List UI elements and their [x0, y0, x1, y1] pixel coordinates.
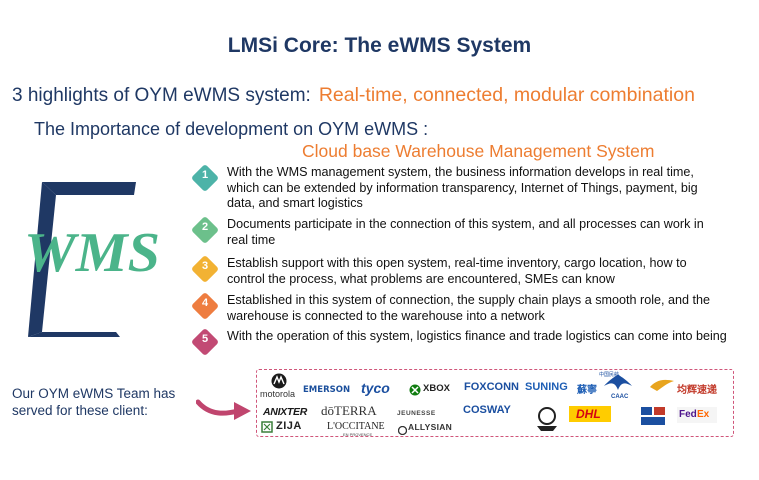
team-label: Our OYM eWMS Team has served for these c… [12, 386, 176, 418]
zija-icon [261, 420, 273, 438]
logo-wms-text: WMS [24, 222, 160, 284]
item-text: With the WMS management system, the busi… [227, 165, 698, 210]
logo-e-left-bar [28, 182, 56, 337]
zija-logo: ZIJA [276, 420, 302, 432]
jeunesse-logo: JEUNESSE [397, 410, 436, 417]
motorola-text: motorola [260, 389, 296, 399]
squares-logo-icon [641, 407, 665, 430]
badge-number: 1 [201, 169, 209, 181]
item-text: Established in this system of connection… [227, 293, 711, 323]
suning-cn-logo: 蘇寧 [577, 385, 597, 396]
badge-number: 3 [201, 260, 209, 272]
highlights-value: Real-time, connected, modular combinatio… [318, 84, 695, 106]
junhui-bird-icon [649, 377, 675, 398]
dhl-logo: DHL [569, 406, 611, 422]
ship-logo-icon [535, 406, 559, 437]
motorola-logo [271, 373, 287, 394]
item-text: Establish support with this open system,… [227, 256, 687, 286]
logo-e-top-bar [42, 182, 136, 195]
arrow-right-icon [196, 399, 251, 420]
caac-logo [603, 372, 633, 397]
caac-cn-text: 中国民航 [599, 372, 620, 378]
badge-number: 5 [201, 333, 209, 345]
badge-number: 2 [201, 221, 209, 233]
badge-number: 4 [201, 297, 209, 309]
fedex-ex-text: Ex [697, 409, 710, 420]
importance-value: Cloud base Warehouse Management System [302, 141, 655, 161]
dhl-text: DHL [576, 407, 601, 421]
caac-text: CAAC [611, 394, 629, 400]
caac-bird-icon [604, 374, 632, 390]
client-logo-panel: motorola EMERSON tyco XBOX FOXCONN SUNIN… [256, 369, 734, 437]
page-title: LMSi Core: The eWMS System [227, 34, 532, 57]
item-text: With the operation of this system, logis… [227, 329, 727, 343]
anixter-logo: ANIXTER [263, 406, 307, 418]
fedex-fed-text: Fed [679, 409, 697, 420]
xbox-logo [409, 383, 421, 401]
xbox-text: XBOX [423, 383, 450, 394]
allysian-icon [397, 422, 408, 440]
loccitane-sub: EN PROVENCE [343, 432, 373, 437]
ewms-logo: WMS [24, 182, 160, 337]
cosway-logo: COSWAY [463, 404, 511, 416]
doterra-logo: dōTERRA [321, 403, 377, 418]
suning-logo: SUNING [525, 381, 568, 393]
foxconn-logo: FOXCONN [464, 381, 519, 393]
motorola-icon [271, 373, 287, 389]
xbox-icon [409, 384, 421, 396]
tyco-logo: tyco [361, 380, 390, 396]
item-text: Documents participate in the connection … [227, 217, 704, 247]
emerson-logo: EMERSON [303, 385, 351, 395]
loccitane-logo: L'OCCITANE [327, 421, 385, 432]
logo-e-bottom-bar [28, 332, 120, 337]
allysian-logo: ALLYSIAN [408, 422, 453, 432]
junhui-logo: 均辉速递 [677, 385, 717, 396]
highlights-label: 3 highlights of OYM eWMS system: [12, 85, 311, 106]
importance-label: The Importance of development on OYM eWM… [34, 119, 429, 139]
highlights-line: 3 highlights of OYM eWMS system: Real-tim… [12, 84, 695, 107]
